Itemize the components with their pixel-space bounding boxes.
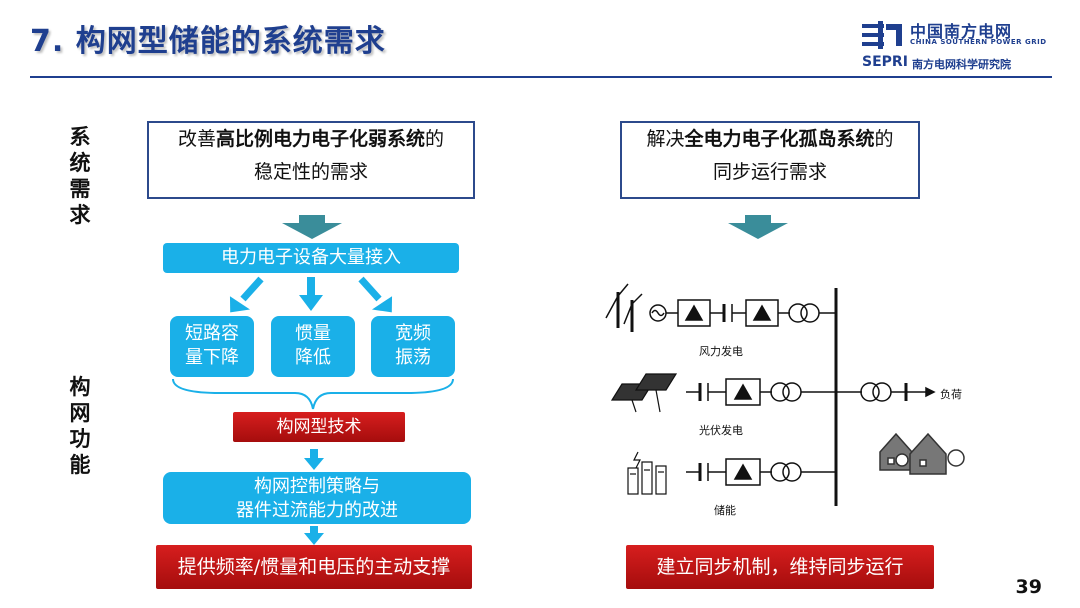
title-divider <box>30 76 1052 78</box>
sepri-logo: SEPRI <box>862 54 908 70</box>
grid-forming-tech-bar: 构网型技术 <box>233 412 405 442</box>
issue-oscillation-box: 宽频振荡 <box>371 316 455 377</box>
right-down-arrow-icon <box>728 215 788 239</box>
label-grid-forming-function: 构网功能 <box>69 375 91 477</box>
houses-icon <box>879 432 965 475</box>
pv-label: 光伏发电 <box>699 424 743 437</box>
issue-inertia-box: 惯量降低 <box>271 316 355 377</box>
csg-logo-icon <box>862 21 902 49</box>
islanded-system-diagram <box>605 283 965 506</box>
left-down-arrow-icon <box>282 215 342 239</box>
sepri-name-cn: 南方电网科学研究院 <box>912 58 1011 71</box>
label-system-need: 系统需求 <box>69 125 91 227</box>
load-label: 负荷 <box>940 388 962 401</box>
strategy-box: 构网控制策略与器件过流能力的改进 <box>163 472 471 524</box>
page-title: 7. 构网型储能的系统需求 <box>30 24 386 59</box>
wind-label: 风力发电 <box>699 345 743 358</box>
storage-label: 储能 <box>714 504 736 517</box>
page-number: 39 <box>1015 576 1042 598</box>
bracket-icon <box>172 378 454 410</box>
logo-name-cn: 中国南方电网 <box>910 22 1013 41</box>
solar-panel-icon <box>610 373 678 413</box>
down-arrow-icon-2 <box>304 526 324 545</box>
wind-turbine-icon <box>605 283 643 332</box>
right-need-box: 解决全电力电子化孤岛系统的 同步运行需求 <box>620 121 920 199</box>
branch-arrows-icon <box>229 276 393 313</box>
logo-name-en: CHINA SOUTHERN POWER GRID <box>910 38 1047 46</box>
right-result-bar: 建立同步机制，维持同步运行 <box>626 545 934 589</box>
issue-short-circuit-box: 短路容量下降 <box>170 316 254 377</box>
down-arrow-icon <box>304 449 324 470</box>
battery-icon <box>627 451 667 495</box>
left-need-box: 改善高比例电力电子化弱系统的 稳定性的需求 <box>147 121 475 199</box>
left-result-bar: 提供频率/惯量和电压的主动支撑 <box>156 545 472 589</box>
access-bar: 电力电子设备大量接入 <box>163 243 459 273</box>
